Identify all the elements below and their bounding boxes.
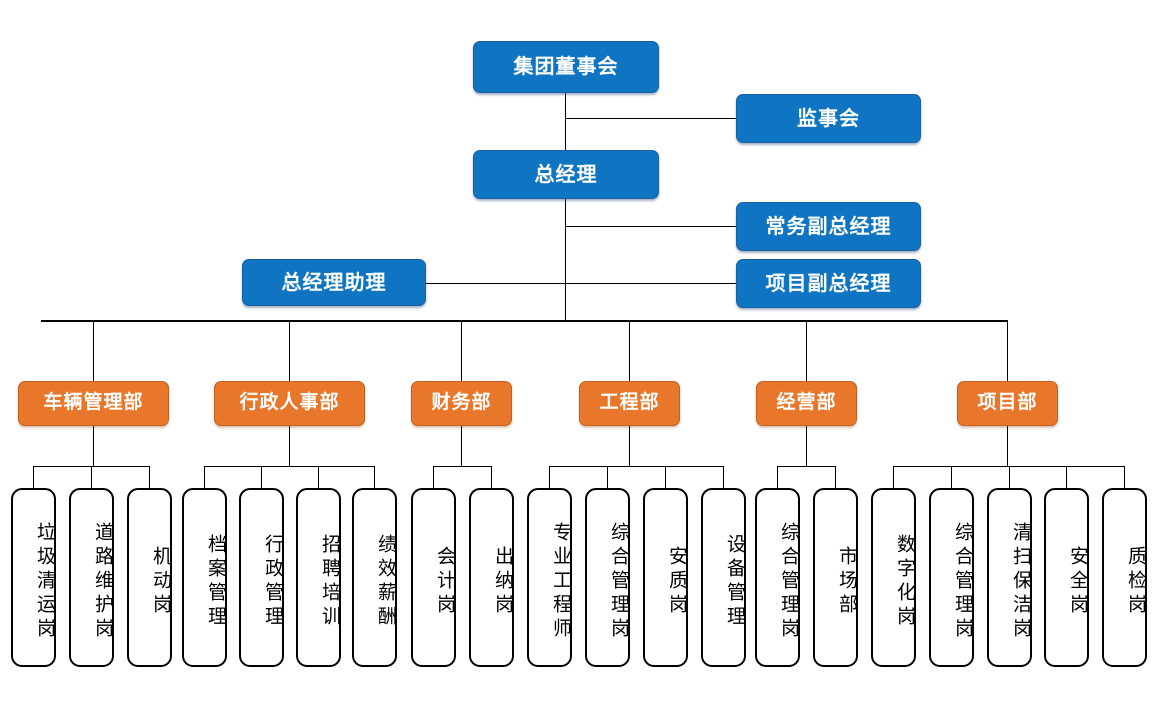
connector-bus-to-dept-1 [289,320,290,381]
drop-5-0 [893,466,894,488]
node-general-manager[interactable]: 总经理 [473,150,659,199]
node-position-safety[interactable]: 安全岗 [1044,488,1089,667]
drop-0-1 [91,466,92,488]
connector-board-to-gm [565,92,566,152]
connector-gm-to-bus [565,198,566,321]
node-position-road-maintenance[interactable]: 道路维护岗 [69,488,114,667]
stem-dept-3 [629,425,630,466]
node-position-mobile-duty[interactable]: 机动岗 [127,488,172,667]
node-supervisory-board[interactable]: 监事会 [736,94,921,143]
node-position-accounting[interactable]: 会计岗 [411,488,456,667]
drop-5-4 [1124,466,1125,488]
drop-5-3 [1066,466,1067,488]
drop-2-1 [491,466,492,488]
node-position-cleaning-sanitation[interactable]: 清扫保洁岗 [987,488,1032,667]
node-department-project[interactable]: 项目部 [957,381,1058,426]
stem-dept-0 [93,425,94,466]
node-position-recruitment-training[interactable]: 招聘培训 [296,488,341,667]
node-position-digitalization[interactable]: 数字化岗 [871,488,916,667]
node-position-waste-transport[interactable]: 垃圾清运岗 [11,488,56,667]
subbus-dept-3 [549,466,723,467]
drop-3-3 [723,466,724,488]
subbus-dept-4 [777,466,835,467]
drop-1-0 [204,466,205,488]
node-position-professional-engineer[interactable]: 专业工程师 [527,488,572,667]
node-position-equipment-management[interactable]: 设备管理 [701,488,746,667]
node-position-operations-general-management[interactable]: 综合管理岗 [755,488,800,667]
node-position-records-management[interactable]: 档案管理 [182,488,227,667]
department-bus [41,320,1008,322]
drop-4-1 [835,466,836,488]
drop-3-2 [665,466,666,488]
node-position-cashier[interactable]: 出纳岗 [469,488,514,667]
node-executive-vice-gm[interactable]: 常务副总经理 [736,202,921,251]
connector-gm-to-executive-vp [565,226,736,227]
subbus-dept-2 [433,466,491,467]
node-department-vehicle-management[interactable]: 车辆管理部 [18,381,169,426]
node-position-engineering-general-management[interactable]: 综合管理岗 [585,488,630,667]
subbus-dept-5 [893,466,1124,467]
node-department-finance[interactable]: 财务部 [411,381,512,426]
node-group-board[interactable]: 集团董事会 [473,41,659,93]
drop-1-2 [318,466,319,488]
drop-0-0 [33,466,34,488]
drop-4-0 [777,466,778,488]
drop-1-3 [374,466,375,488]
node-gm-assistant[interactable]: 总经理助理 [242,259,426,306]
stem-dept-5 [1007,425,1008,466]
connector-bus-to-dept-0 [93,320,94,381]
node-position-marketing[interactable]: 市场部 [813,488,858,667]
drop-5-1 [951,466,952,488]
drop-3-0 [549,466,550,488]
node-position-administration[interactable]: 行政管理 [239,488,284,667]
connector-bus-to-dept-2 [461,320,462,381]
connector-board-to-supervisory [565,118,736,119]
connector-bus-to-dept-5 [1007,320,1008,381]
node-department-engineering[interactable]: 工程部 [579,381,680,426]
node-position-project-general-management[interactable]: 综合管理岗 [929,488,974,667]
connector-bus-to-dept-4 [806,320,807,381]
node-project-vice-gm[interactable]: 项目副总经理 [736,259,921,308]
drop-3-1 [607,466,608,488]
drop-0-2 [149,466,150,488]
drop-5-2 [1009,466,1010,488]
drop-1-1 [261,466,262,488]
stem-dept-2 [461,425,462,466]
subbus-dept-1 [204,466,374,467]
node-position-quality-inspection[interactable]: 质检岗 [1102,488,1147,667]
drop-2-0 [433,466,434,488]
node-position-performance-compensation[interactable]: 绩效薪酬 [352,488,397,667]
connector-gm-to-project-vp [425,283,736,284]
node-department-admin-hr[interactable]: 行政人事部 [214,381,365,426]
node-department-operations[interactable]: 经营部 [756,381,857,426]
node-position-safety-quality[interactable]: 安质岗 [643,488,688,667]
connector-bus-to-dept-3 [629,320,630,381]
stem-dept-4 [806,425,807,466]
stem-dept-1 [289,425,290,466]
